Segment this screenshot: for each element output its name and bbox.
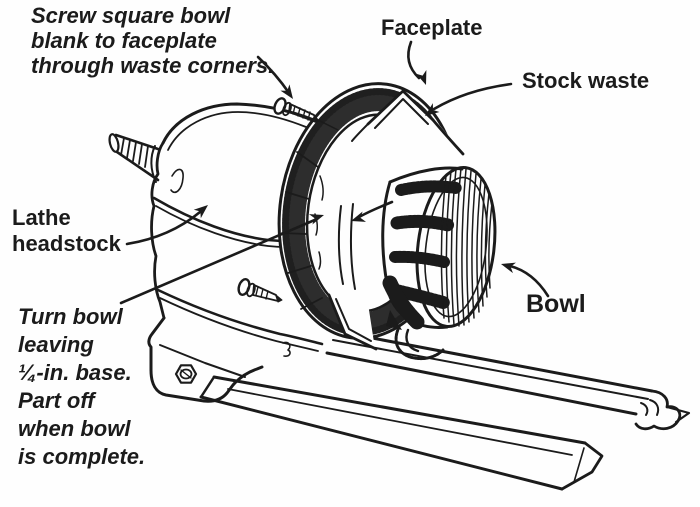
stock-waste-corners-drawing — [327, 89, 465, 351]
turn-note-line: ¼-in. base. — [18, 360, 132, 385]
base-thickness-arrow — [351, 200, 394, 222]
screw-icon-bottom — [237, 278, 283, 303]
base-bolt-icon — [174, 364, 198, 384]
turn-note-line: Part off — [18, 388, 95, 413]
headstock-label-line: headstock — [12, 231, 121, 256]
screw-note: Screw square bowl blank to faceplate thr… — [31, 3, 274, 78]
bed-end-bracket — [634, 389, 691, 431]
leader-arrows — [119, 40, 550, 305]
turn-note-arrow — [119, 214, 324, 305]
headstock-label-line: Lathe — [12, 205, 71, 230]
headstock-base — [147, 316, 291, 403]
spindle-drawing — [108, 133, 160, 183]
bowl-face-hatching — [440, 167, 493, 327]
screw-note-line: through waste corners. — [31, 53, 275, 78]
bowl-drawing — [381, 165, 497, 361]
faceplate-label: Faceplate — [381, 15, 483, 40]
turn-note-line: is complete. — [18, 444, 146, 469]
screw-icon-top — [273, 97, 339, 131]
bowl-arrow — [501, 262, 550, 298]
turn-note: Turn bowl leaving ¼-in. base. Part off w… — [18, 303, 145, 471]
lathe-bed-drawing — [199, 329, 691, 491]
stock-waste-arrow — [425, 82, 513, 116]
headstock-arrow — [125, 205, 208, 246]
turn-note-line: when bowl — [18, 416, 131, 441]
screw-note-arrow — [256, 55, 293, 99]
turn-note-line: leaving — [18, 332, 94, 357]
faceplate-arrow — [407, 40, 427, 85]
stock-waste-label: Stock waste — [522, 68, 650, 93]
screw-note-line: blank to faceplate — [31, 28, 217, 53]
turn-note-line: Turn bowl — [18, 304, 123, 329]
screw-note-line: Screw square bowl — [31, 3, 231, 28]
bowl-foot-scrap — [386, 310, 445, 361]
bowl-label: Bowl — [526, 290, 586, 318]
lathe-headstock-label: Lathe headstock — [12, 205, 121, 257]
